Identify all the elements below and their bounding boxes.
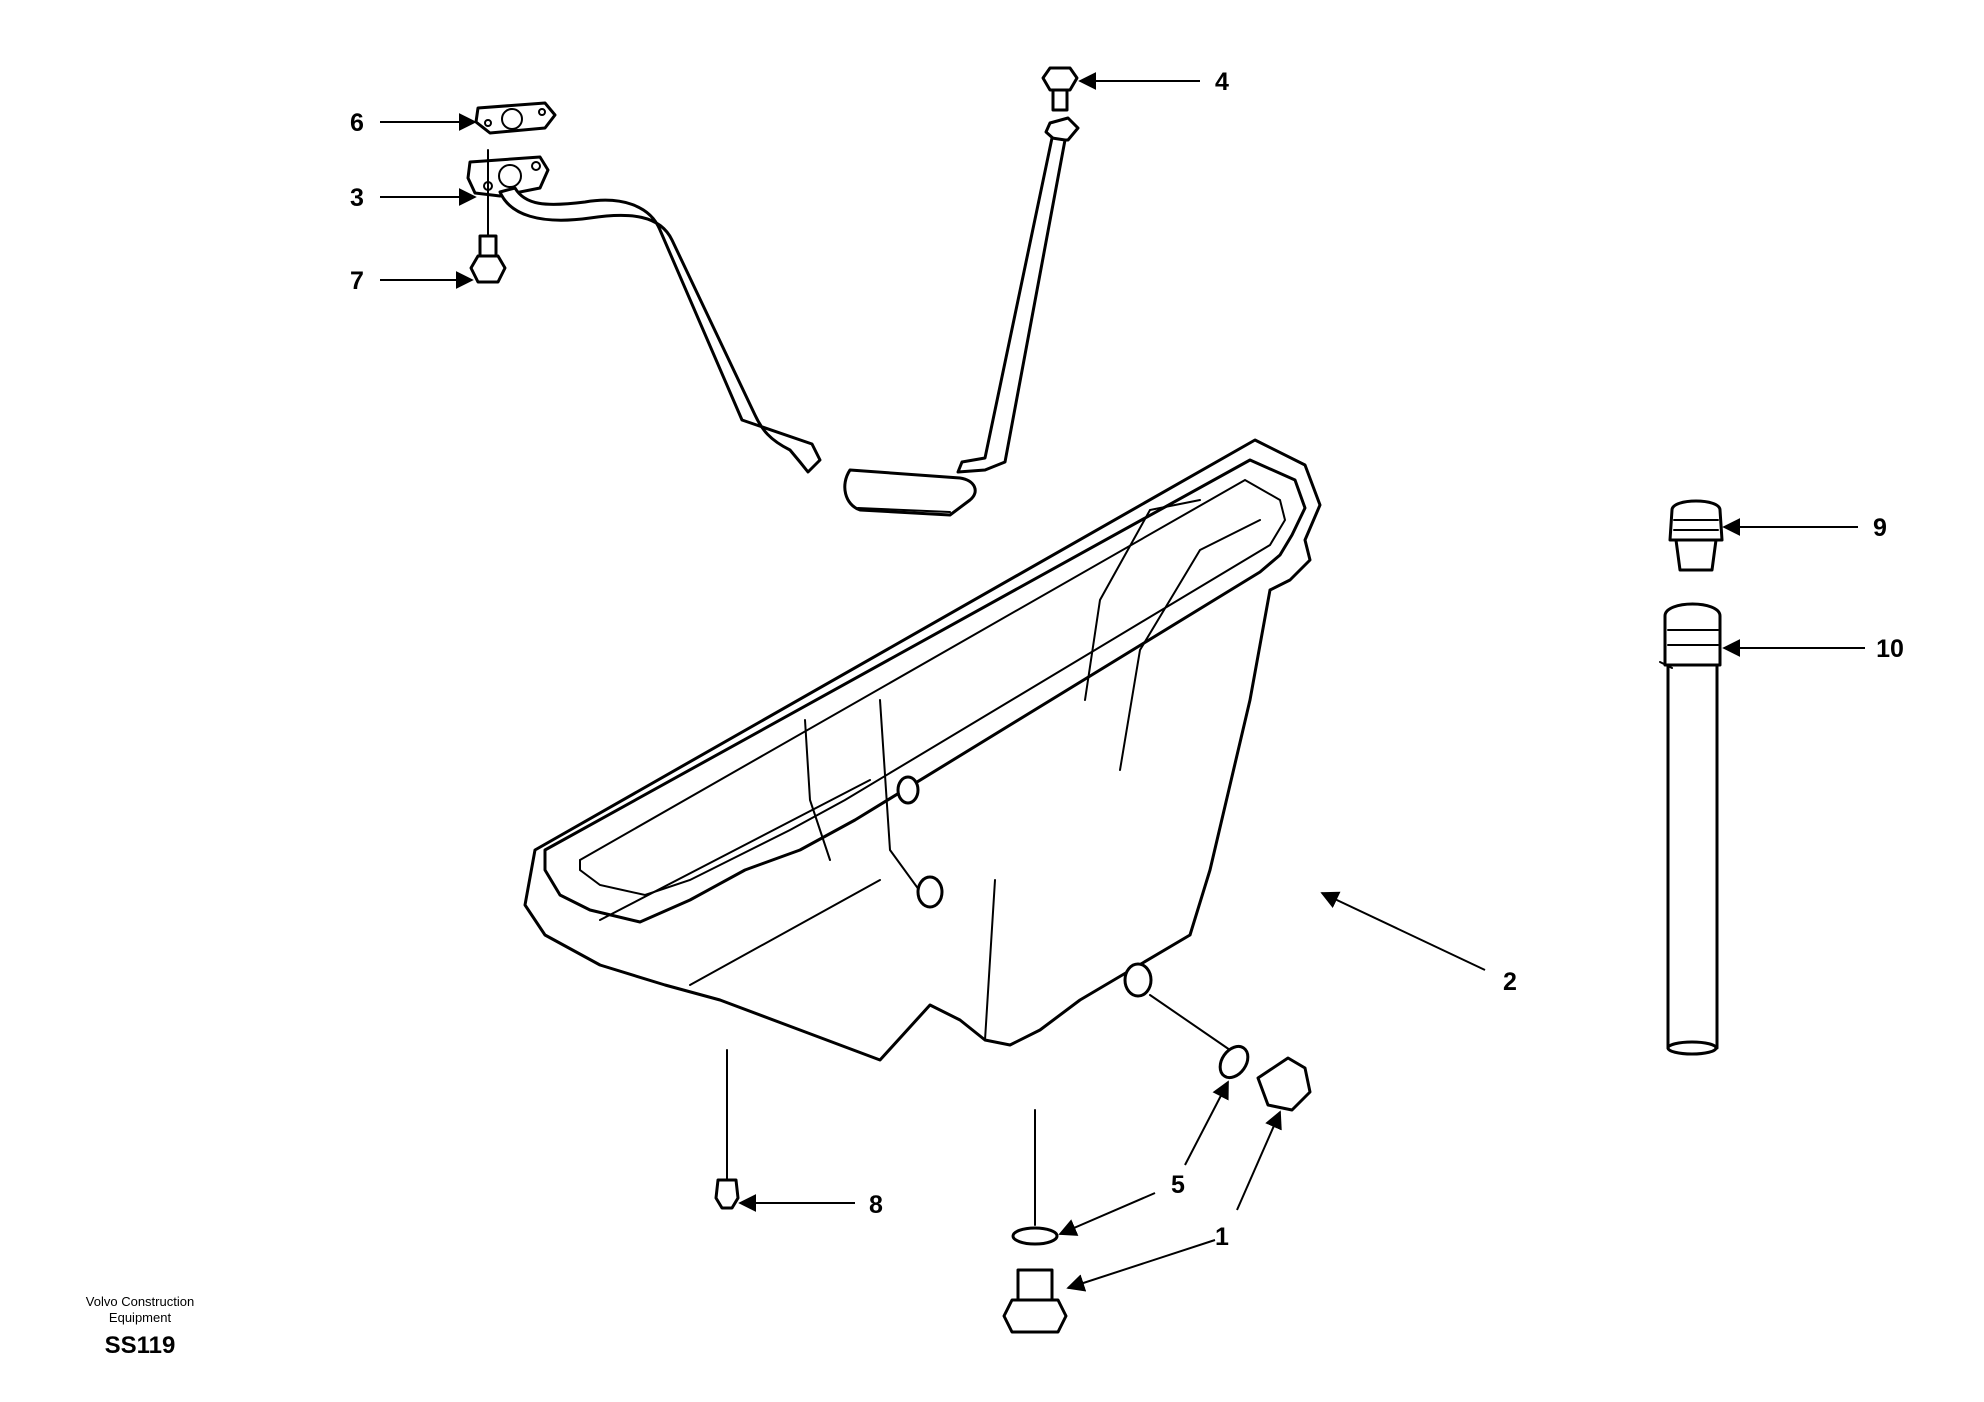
oil-pan: [523, 438, 1322, 1062]
gasket: [474, 101, 557, 135]
diagram-code: SS119: [104, 1332, 176, 1359]
manufacturer-label: Volvo Construction Equipment: [60, 1294, 220, 1326]
callout-1: 1: [1215, 1223, 1229, 1251]
callout-7: 7: [350, 267, 364, 295]
manufacturer-line-1: Volvo Construction: [85, 1294, 195, 1309]
callout-2: 2: [1503, 968, 1517, 996]
leader-lines: [380, 72, 1865, 1292]
suction-pipe: [466, 155, 977, 517]
callout-6: 6: [350, 109, 364, 137]
drain-plugs: [1002, 1056, 1312, 1334]
screw-8: [714, 1049, 740, 1210]
callout-4: 4: [1215, 68, 1229, 96]
callout-9: 9: [1873, 514, 1887, 542]
callout-8: 8: [869, 1191, 883, 1219]
pipe-bracket: [956, 116, 1080, 474]
bolt-4: [1041, 66, 1079, 112]
callout-3: 3: [350, 184, 364, 212]
filler-cap: [1668, 499, 1724, 572]
manufacturer-line-2: Equipment: [108, 1310, 172, 1325]
callout-5: 5: [1171, 1171, 1185, 1199]
bolt-7: [469, 149, 507, 284]
seal-rings: [1011, 994, 1250, 1246]
callout-10: 10: [1876, 635, 1904, 663]
dipstick-tube: [1659, 602, 1722, 1056]
